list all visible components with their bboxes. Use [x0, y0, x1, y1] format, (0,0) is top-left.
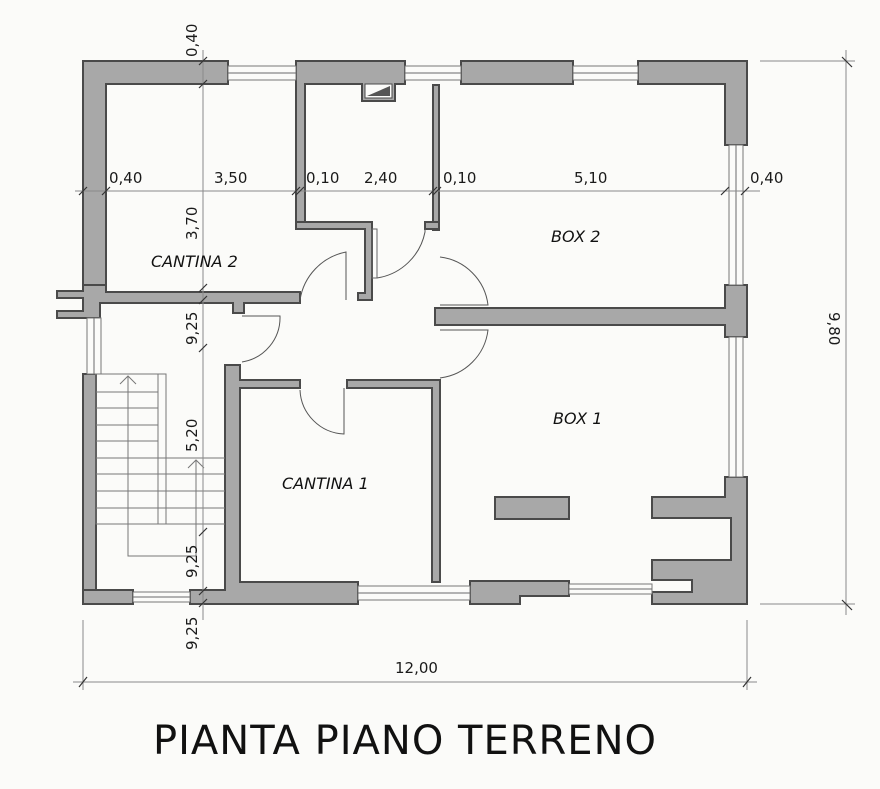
wall-cantina1-bottom [189, 364, 359, 605]
walls [56, 60, 748, 605]
wall-partition-mid-end [424, 221, 440, 230]
room-label-box-2: BOX 2 [551, 227, 600, 246]
dimension-labels: 0,40 0,40 3,50 0,10 2,40 0,10 5,10 0,40 … [109, 24, 843, 677]
dim-h-3: 2,40 [364, 169, 397, 187]
dim-v-2: 5,20 [183, 419, 201, 452]
wall-partition-mid [432, 84, 440, 231]
dim-h-2: 0,10 [306, 169, 339, 187]
wall-top-right-corner [637, 60, 748, 146]
room-label-cantina-1: CANTINA 1 [282, 474, 369, 493]
door-cantina2 [299, 251, 347, 301]
dim-total-height: 9,80 [825, 312, 843, 345]
windows [86, 65, 744, 603]
room-label-cantina-2: CANTINA 2 [151, 252, 238, 271]
room-labels: CANTINA 2 CANTINA 1 BOX 2 BOX 1 [151, 227, 602, 493]
dim-v-3: 9,25 [183, 545, 201, 578]
wall-bottom-mid [469, 580, 570, 605]
wall-stair-left [82, 373, 97, 605]
dim-top-wall: 0,40 [183, 24, 201, 57]
wall-cantina-inner [295, 221, 373, 301]
wall-top-right-segment [460, 60, 574, 85]
door-cantina1 [299, 388, 345, 435]
dim-total-width: 12,00 [395, 659, 438, 677]
doors [241, 228, 489, 435]
door-box2 [439, 256, 489, 306]
dim-h-5: 5,10 [574, 169, 607, 187]
dim-h-6: 0,40 [750, 169, 783, 187]
chimney-flue-hatch [367, 86, 390, 96]
door-box1 [439, 329, 489, 379]
dim-h-4: 0,10 [443, 169, 476, 187]
wall-cantina1-top-right [346, 379, 441, 583]
door-small-room [376, 229, 426, 279]
wall-box-pillar [494, 496, 570, 520]
wall-box-divider [434, 284, 748, 338]
wall-left-stub [56, 284, 301, 319]
dim-h-0: 0,40 [109, 169, 142, 187]
wall-right-lower [651, 476, 748, 605]
door-stairwell [241, 315, 281, 363]
dim-v-1: 9,25 [183, 312, 201, 345]
dim-v-0: 3,70 [183, 207, 201, 240]
dim-v-4: 9,25 [183, 617, 201, 650]
plan-title: PIANTA PIANO TERRENO [153, 718, 657, 764]
dimension-lines [73, 50, 855, 690]
room-label-box-1: BOX 1 [553, 409, 602, 428]
stair-direction-arrow [127, 376, 197, 557]
dim-h-1: 3,50 [214, 169, 247, 187]
wall-stair-bottom-left [82, 589, 134, 605]
